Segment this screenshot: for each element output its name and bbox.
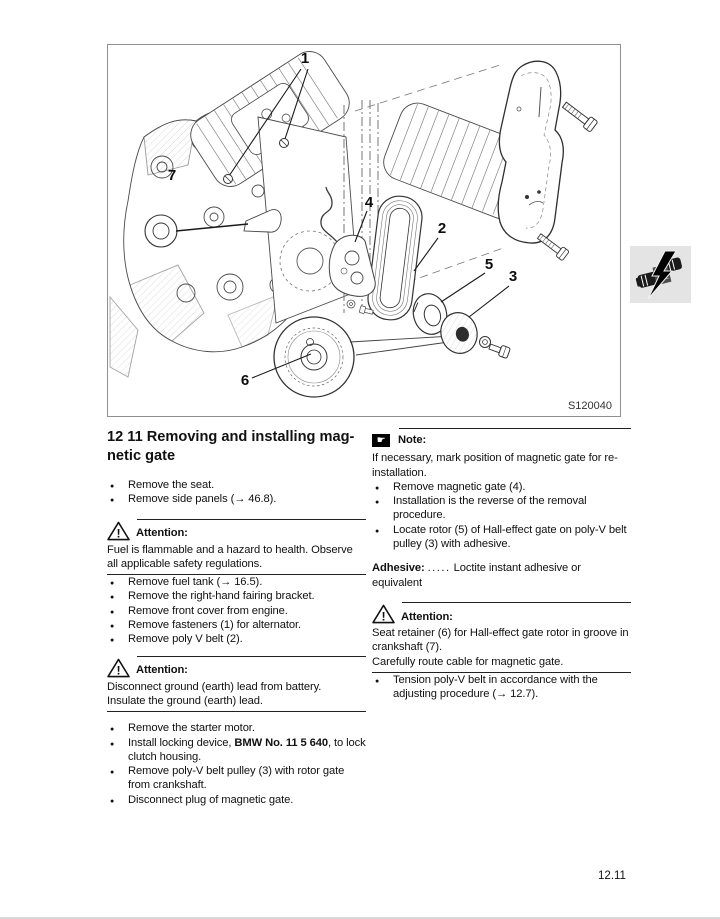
adhesive-label: Adhesive: [372, 562, 425, 575]
attention-block: ! Attention: Disconnect ground (earth) l… [107, 655, 366, 713]
figure-code-label: S120040 [568, 400, 612, 412]
attention-block: ! Attention: Fuel is flammable and a haz… [107, 518, 366, 576]
hall-rotor [412, 293, 448, 335]
engine-exploded-diagram: 1 2 3 4 5 6 7 S120040 [109, 50, 612, 412]
rule-line [137, 518, 366, 520]
callout-5: 5 [485, 256, 493, 273]
figure-box: 1 2 3 4 5 6 7 S120040 [107, 44, 621, 417]
dotted-leader: ..... [427, 562, 451, 575]
warning-triangle-icon: ! [107, 658, 130, 677]
note-heading: Note: [398, 434, 427, 446]
attention-heading: Attention: [401, 610, 453, 623]
list-item: Remove front cover from engine. [107, 604, 366, 621]
crankshaft-seal [144, 214, 249, 248]
rule-line [137, 655, 366, 657]
left-cylinder [190, 51, 350, 187]
left-column: 12 11 Removing and installing mag- netic… [107, 428, 366, 810]
callout-6: 6 [241, 372, 249, 389]
rule-line [107, 711, 366, 713]
title-line-2: netic gate [107, 447, 176, 464]
page-number: 12.11 [598, 870, 626, 882]
title-line-1: 12 11 Removing and installing mag- [107, 429, 355, 445]
list-item: Locate rotor (5) of Hall-effect gate on … [372, 523, 631, 552]
list-item: Remove poly-V belt pulley (3) with rotor… [107, 764, 366, 793]
magnetic-gate-sensor [320, 186, 376, 315]
list-item: Installation is the reverse of the remov… [372, 494, 631, 523]
list-item: Disconnect plug of magnetic gate. [107, 793, 366, 810]
list-item: Remove fuel tank (→ 16.5). [107, 575, 366, 592]
pointing-hand-icon: ☛ [372, 434, 390, 448]
callout-4: 4 [365, 194, 374, 211]
callout-1: 1 [301, 50, 309, 67]
step-list: Remove the seat. Remove side panels (→ 4… [107, 478, 366, 509]
construction-line [407, 246, 507, 283]
note-text: If necessary, mark position of magnetic … [372, 452, 618, 479]
crankshaft-stub [243, 209, 282, 233]
attention-text: Seat retainer (6) for Hall-effect gate r… [372, 626, 629, 668]
step-list: Remove fuel tank (→ 16.5). Remove the ri… [107, 575, 366, 649]
attention-text: Disconnect ground (earth) lead from batt… [107, 680, 322, 707]
attention-text: Fuel is flammable and a hazard to health… [107, 543, 353, 570]
svg-text:!: ! [116, 663, 120, 677]
adhesive-value: Loctite instant adhesive or equivalent [372, 562, 581, 589]
warning-triangle-icon: ! [372, 604, 395, 624]
list-item: Tension poly-V belt in accordance with t… [372, 673, 631, 702]
svg-text:!: ! [381, 610, 385, 624]
list-item: Remove magnetic gate (4). [372, 480, 631, 497]
right-column: ☛ Note: If necessary, mark position of m… [372, 428, 631, 701]
rule-line [402, 601, 631, 603]
list-item: Remove fasteners (1) for alternator. [107, 618, 366, 635]
adhesive-spec: Adhesive:.....Loctite instant adhesive o… [372, 561, 631, 590]
list-item: Remove the right-hand fairing bracket. [107, 589, 366, 606]
attention-heading: Attention: [136, 664, 188, 677]
list-item: Remove the starter motor. [107, 721, 366, 738]
callout-5-leader [440, 272, 486, 303]
note-block: ☛ Note: If necessary, mark position of m… [372, 428, 631, 480]
page-title: 12 11 Removing and installing mag- netic… [107, 428, 366, 465]
step-list: Remove the starter motor. Install lockin… [107, 721, 366, 810]
callout-2: 2 [438, 220, 446, 237]
callout-7: 7 [168, 167, 176, 184]
alternator-fasteners [223, 68, 309, 184]
list-item: Install locking device, BMW No. 11 5 640… [107, 736, 366, 765]
attention-block: ! Attention: Seat retainer (6) for Hall-… [372, 601, 631, 673]
chapter-margin-tab [630, 246, 691, 303]
callout-3: 3 [509, 268, 517, 285]
step-list: Remove magnetic gate (4). Installation i… [372, 480, 631, 551]
list-item: Remove side panels (→ 46.8). [107, 492, 366, 509]
svg-text:!: ! [116, 526, 120, 540]
attention-heading: Attention: [136, 527, 188, 540]
list-item: Remove poly V belt (2). [107, 632, 366, 649]
engine-lightning-icon [635, 250, 682, 299]
front-cover [497, 60, 599, 262]
list-item: Remove the seat. [107, 478, 366, 495]
construction-line [354, 64, 501, 112]
belt-pulley [440, 285, 511, 359]
callout-2-leader [413, 237, 439, 272]
poly-v-belt [367, 195, 423, 321]
rule-line [399, 428, 631, 429]
step-list: Tension poly-V belt in accordance with t… [372, 673, 631, 702]
warning-triangle-icon: ! [107, 521, 130, 540]
